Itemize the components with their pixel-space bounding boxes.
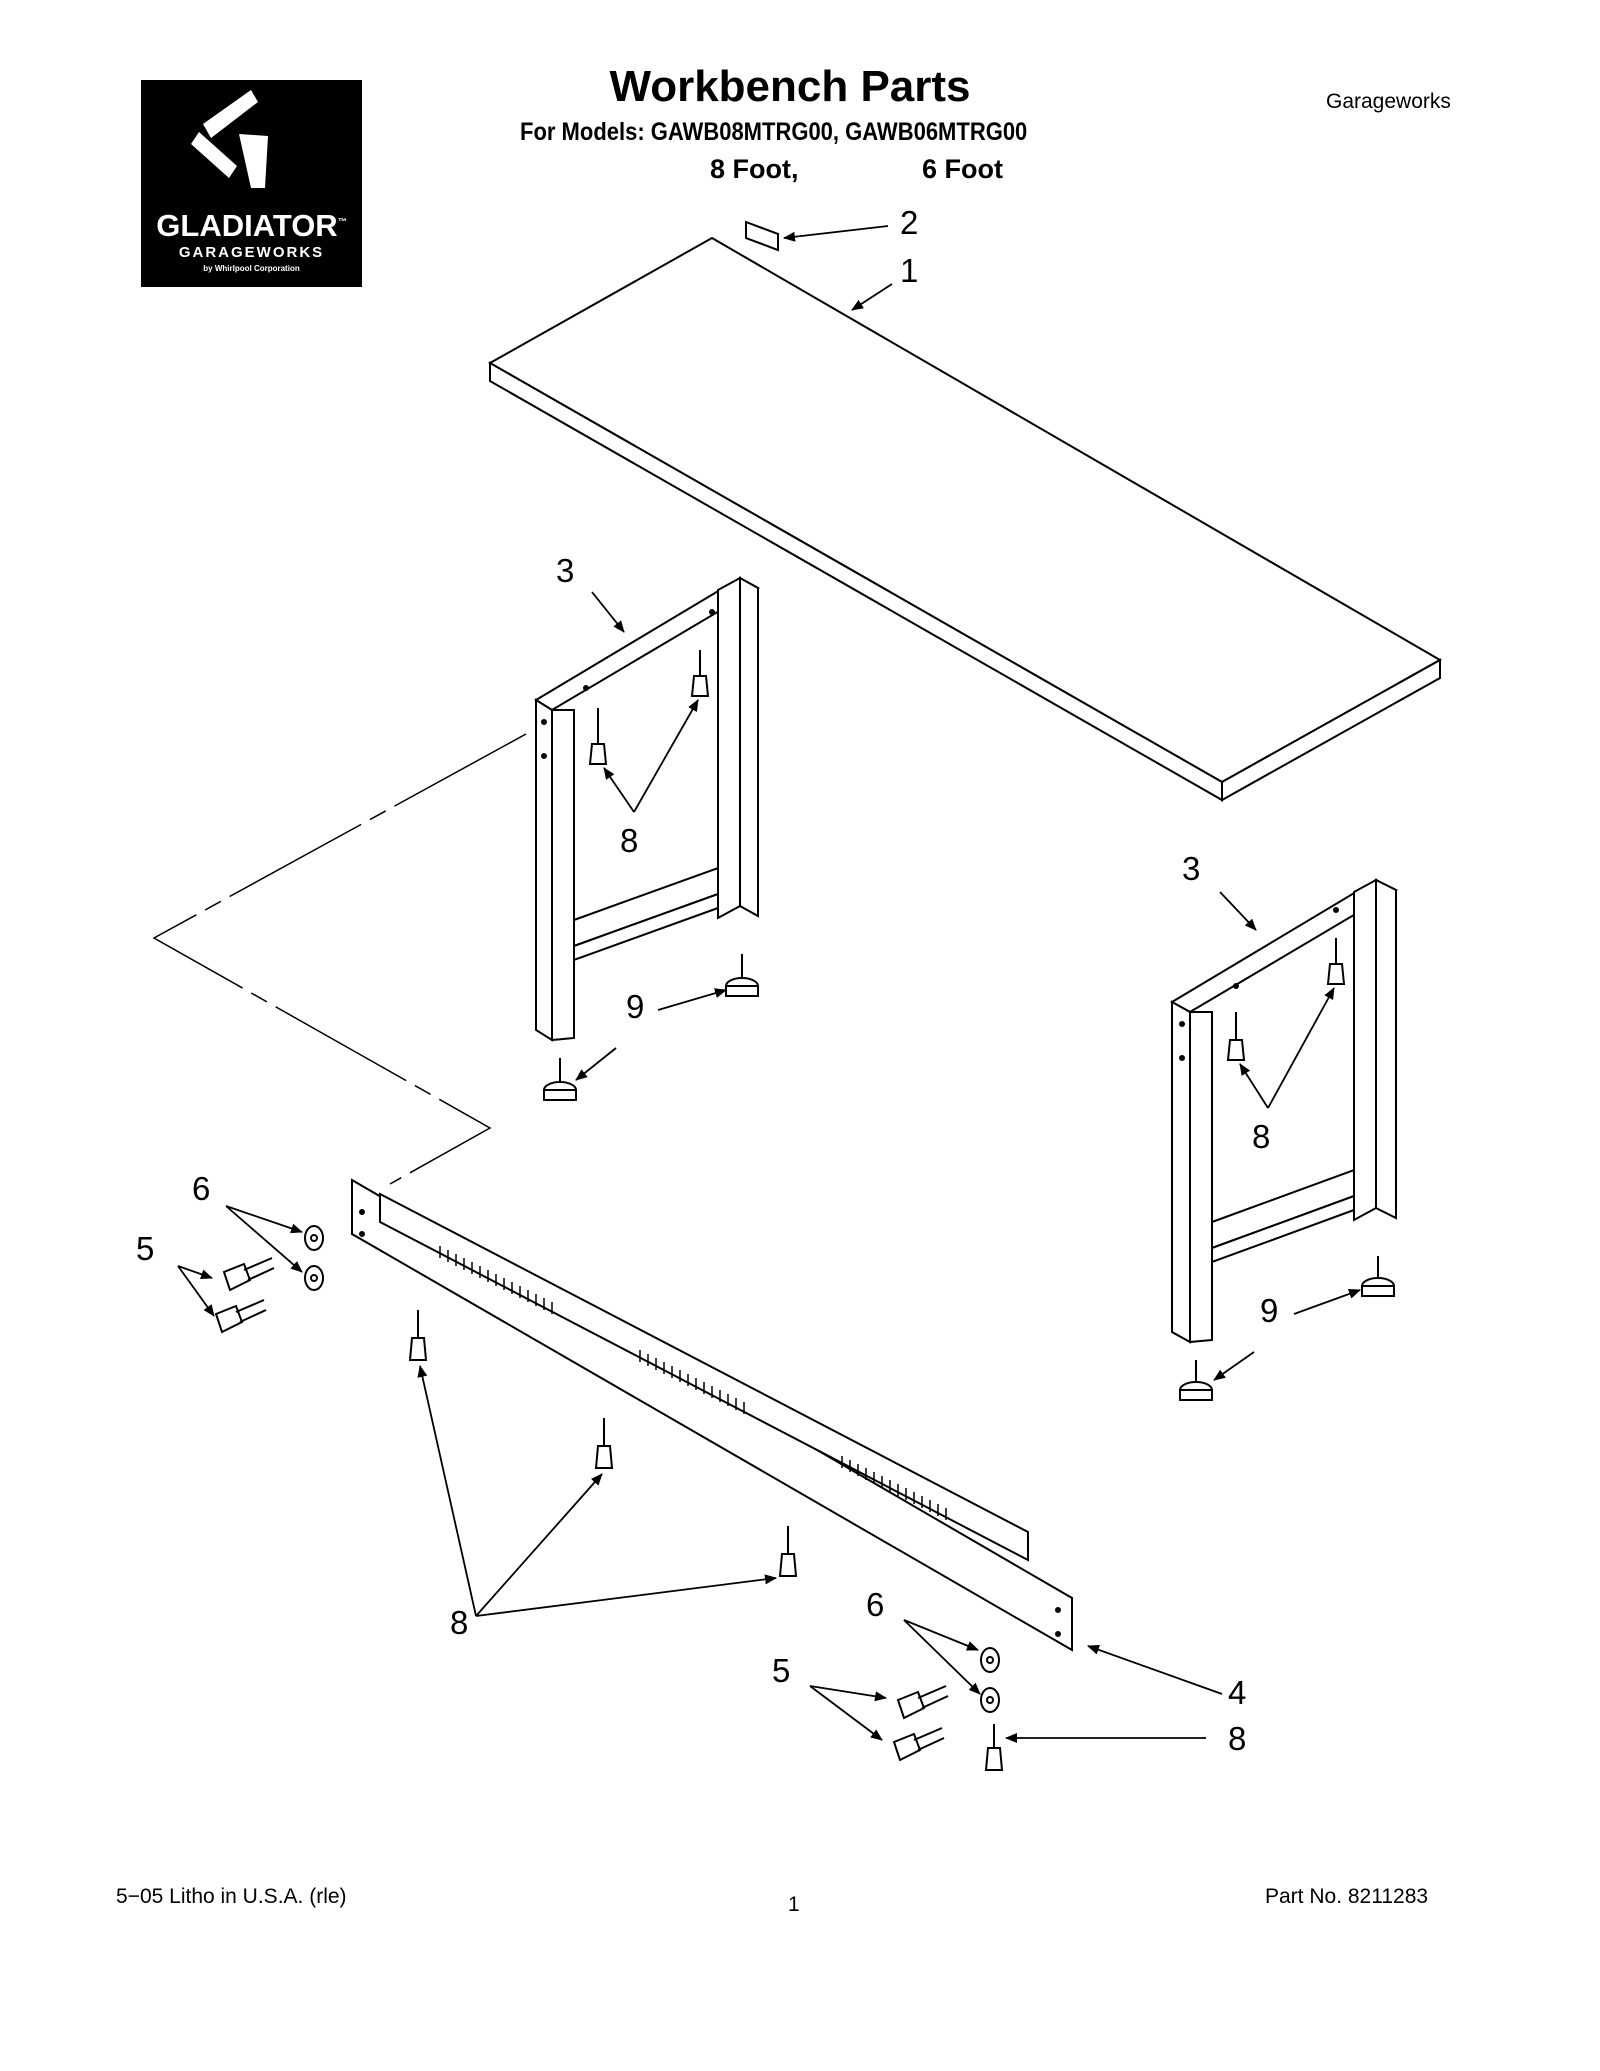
size-6-foot: 6 Foot — [922, 154, 1003, 184]
bolt-icon — [892, 1727, 945, 1762]
callout-9-left-leg: 9 — [626, 988, 644, 1025]
callout-8-rail: 8 — [450, 1604, 468, 1641]
screw-icon — [1326, 938, 1346, 985]
washer-icon — [980, 1647, 1000, 1673]
screw-icon — [1226, 1012, 1246, 1061]
callout-labels: 2 1 3 8 9 3 8 9 6 5 8 6 5 4 8 — [136, 204, 1278, 1757]
washer-icon — [980, 1687, 1000, 1713]
page-number: 1 — [788, 1893, 800, 1916]
label-plate — [745, 220, 779, 252]
screw-icon — [594, 1418, 614, 1469]
leveler-foot-icon — [543, 1058, 577, 1101]
leveler-foot-icon — [1361, 1256, 1395, 1297]
screw-parts — [408, 650, 1346, 1771]
callout-9-right-leg: 9 — [1260, 1292, 1278, 1329]
logo-corporation: by Whirlpool Corporation — [203, 264, 300, 273]
screw-icon — [588, 708, 608, 765]
bolt-icon — [896, 1685, 949, 1720]
callout-8-bottom: 8 — [1228, 1720, 1246, 1757]
callout-2: 2 — [900, 204, 918, 241]
gladiator-logo: GLADIATOR™ GARAGEWORKS by Whirlpool Corp… — [141, 80, 362, 287]
bolt-icon — [222, 1257, 275, 1292]
leader-arrows — [177, 225, 1361, 1743]
callout-6-right: 6 — [866, 1586, 884, 1623]
assembly-path-line — [152, 733, 527, 1185]
washer-icon — [304, 1225, 324, 1251]
part-number: Part No. 8211283 — [1265, 1885, 1429, 1908]
screw-icon — [984, 1724, 1004, 1771]
callout-6-left: 6 — [192, 1170, 210, 1207]
leveler-foot-icon — [1179, 1360, 1213, 1401]
logo-wordmark: GLADIATOR™ — [156, 208, 347, 243]
callout-1: 1 — [900, 252, 918, 289]
litho-note: 5−05 Litho in U.S.A. (rle) — [116, 1885, 347, 1908]
front-stretcher-rail — [351, 1178, 1073, 1652]
workbench-top — [487, 236, 1443, 802]
callout-8-right-leg: 8 — [1252, 1118, 1270, 1155]
page-title: Workbench Parts — [609, 62, 971, 111]
screw-icon — [408, 1310, 428, 1361]
size-8-foot: 8 Foot, — [710, 154, 799, 184]
models-line: For Models: GAWB08MTRG00, GAWB06MTRG00 — [520, 118, 1028, 146]
left-leg-frame — [534, 576, 761, 1042]
washer-icon — [304, 1265, 324, 1291]
right-leg-frame — [1169, 878, 1399, 1344]
logo-subbrand: GARAGEWORKS — [178, 244, 325, 261]
callout-5-right: 5 — [772, 1652, 790, 1689]
leveler-foot-icon — [725, 954, 759, 997]
callout-3-right: 3 — [1182, 850, 1200, 887]
callout-4: 4 — [1228, 1674, 1246, 1711]
callout-3-left: 3 — [556, 552, 574, 589]
brand-label: Garageworks — [1326, 90, 1451, 113]
callout-8-left-leg: 8 — [620, 822, 638, 859]
logo-emblem — [191, 90, 268, 188]
bolts-and-washers — [214, 1225, 1000, 1762]
bolt-icon — [214, 1299, 267, 1334]
callout-5-left: 5 — [136, 1230, 154, 1267]
screw-icon — [778, 1526, 798, 1577]
screw-icon — [690, 650, 710, 697]
leveler-feet — [543, 954, 1395, 1401]
